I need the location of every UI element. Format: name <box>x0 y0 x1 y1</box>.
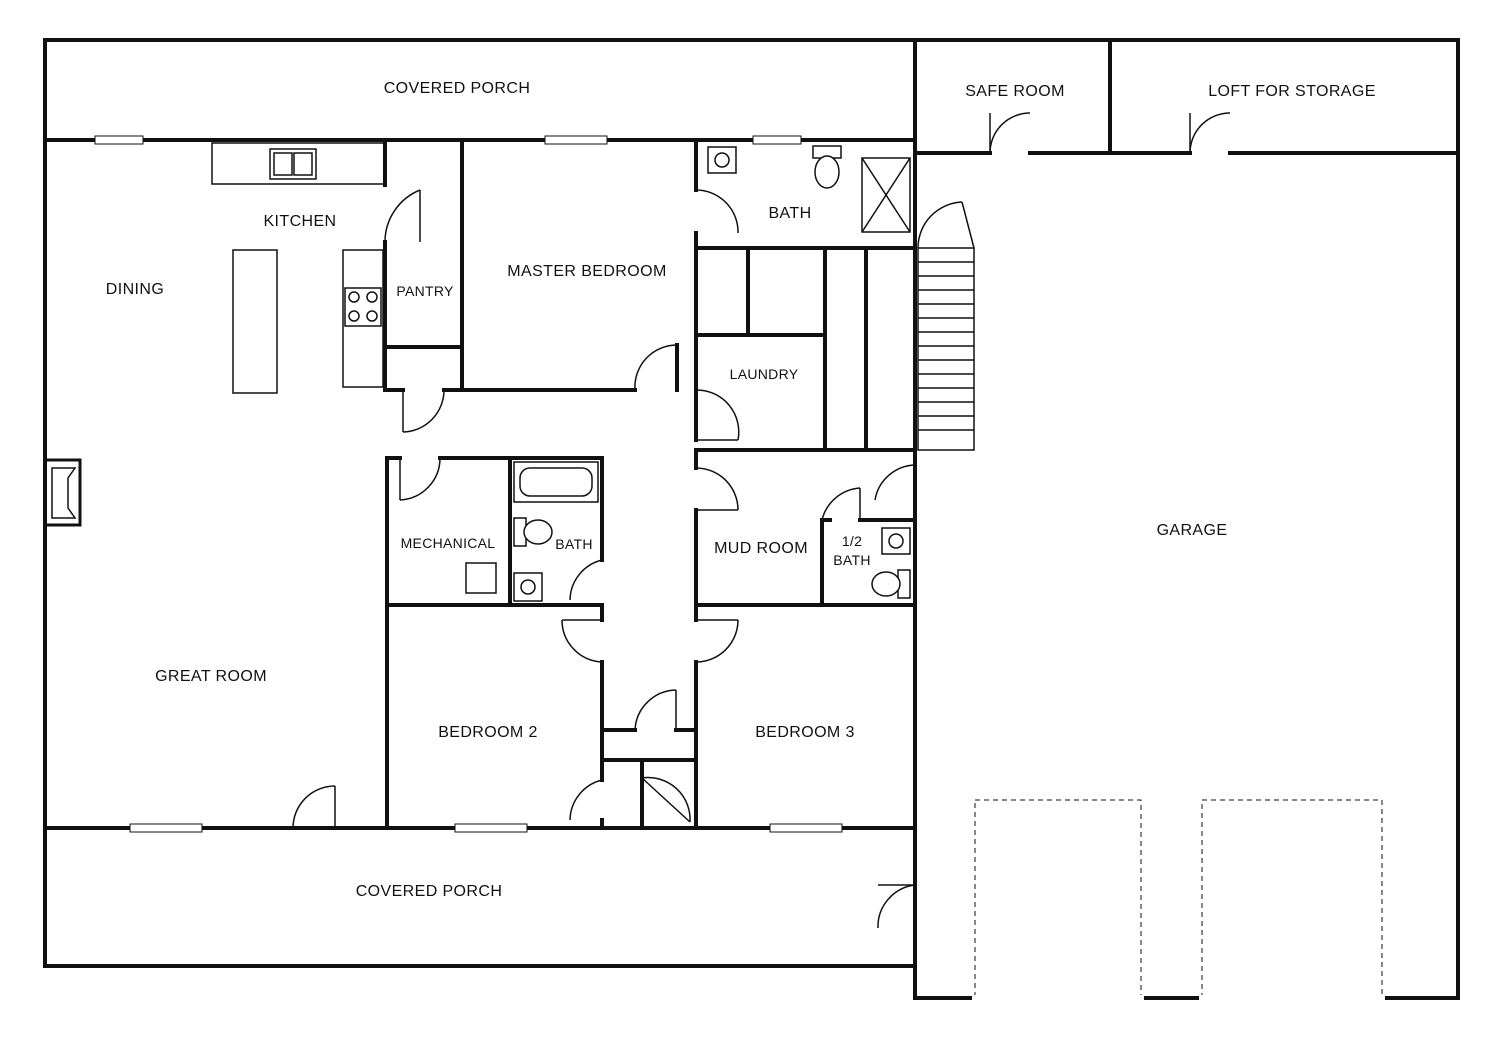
master-bedroom-walls <box>634 138 739 392</box>
label-laundry: LAUNDRY <box>730 366 799 382</box>
label-covered-porch-top: COVERED PORCH <box>384 80 531 97</box>
label-kitchen: KITCHEN <box>263 213 336 230</box>
label-mechanical: MECHANICAL <box>401 535 496 551</box>
label-master-bath: BATH <box>768 205 811 222</box>
bedroom-walls <box>561 603 739 830</box>
label-great-room: GREAT ROOM <box>155 668 267 685</box>
mud-room-walls <box>694 448 917 607</box>
great-room-porch-door <box>292 785 336 829</box>
loft-door <box>1189 112 1231 154</box>
label-dining: DINING <box>106 281 164 298</box>
closet-walls <box>383 388 637 433</box>
label-master-bedroom: MASTER BEDROOM <box>507 263 666 280</box>
label-half-bath-2: BATH <box>833 552 871 568</box>
label-bedroom-2: BEDROOM 2 <box>438 724 538 741</box>
windows-top <box>94 135 802 145</box>
safe-room-door <box>989 112 1031 154</box>
label-garage: GARAGE <box>1157 522 1228 539</box>
pantry-walls <box>383 138 464 392</box>
label-pantry: PANTRY <box>396 283 454 299</box>
label-hall-bath: BATH <box>555 536 593 552</box>
label-safe-room: SAFE ROOM <box>965 83 1065 100</box>
label-covered-porch-bottom: COVERED PORCH <box>356 883 503 900</box>
label-half-bath-1: 1/2 <box>842 533 862 549</box>
label-bedroom-3: BEDROOM 3 <box>755 724 855 741</box>
label-mud-room: MUD ROOM <box>714 540 808 557</box>
mechanical-bath-walls <box>385 456 604 830</box>
garage-outline <box>913 38 1460 1000</box>
master-bath <box>694 145 917 250</box>
fireplace <box>43 458 82 527</box>
kitchen-fixtures <box>211 142 386 394</box>
garage-doors <box>972 799 1385 1001</box>
stairs <box>917 201 975 451</box>
windows-bottom <box>129 823 843 833</box>
label-loft: LOFT FOR STORAGE <box>1208 83 1376 100</box>
garage-side-door <box>877 884 916 929</box>
laundry-walls <box>694 246 917 452</box>
